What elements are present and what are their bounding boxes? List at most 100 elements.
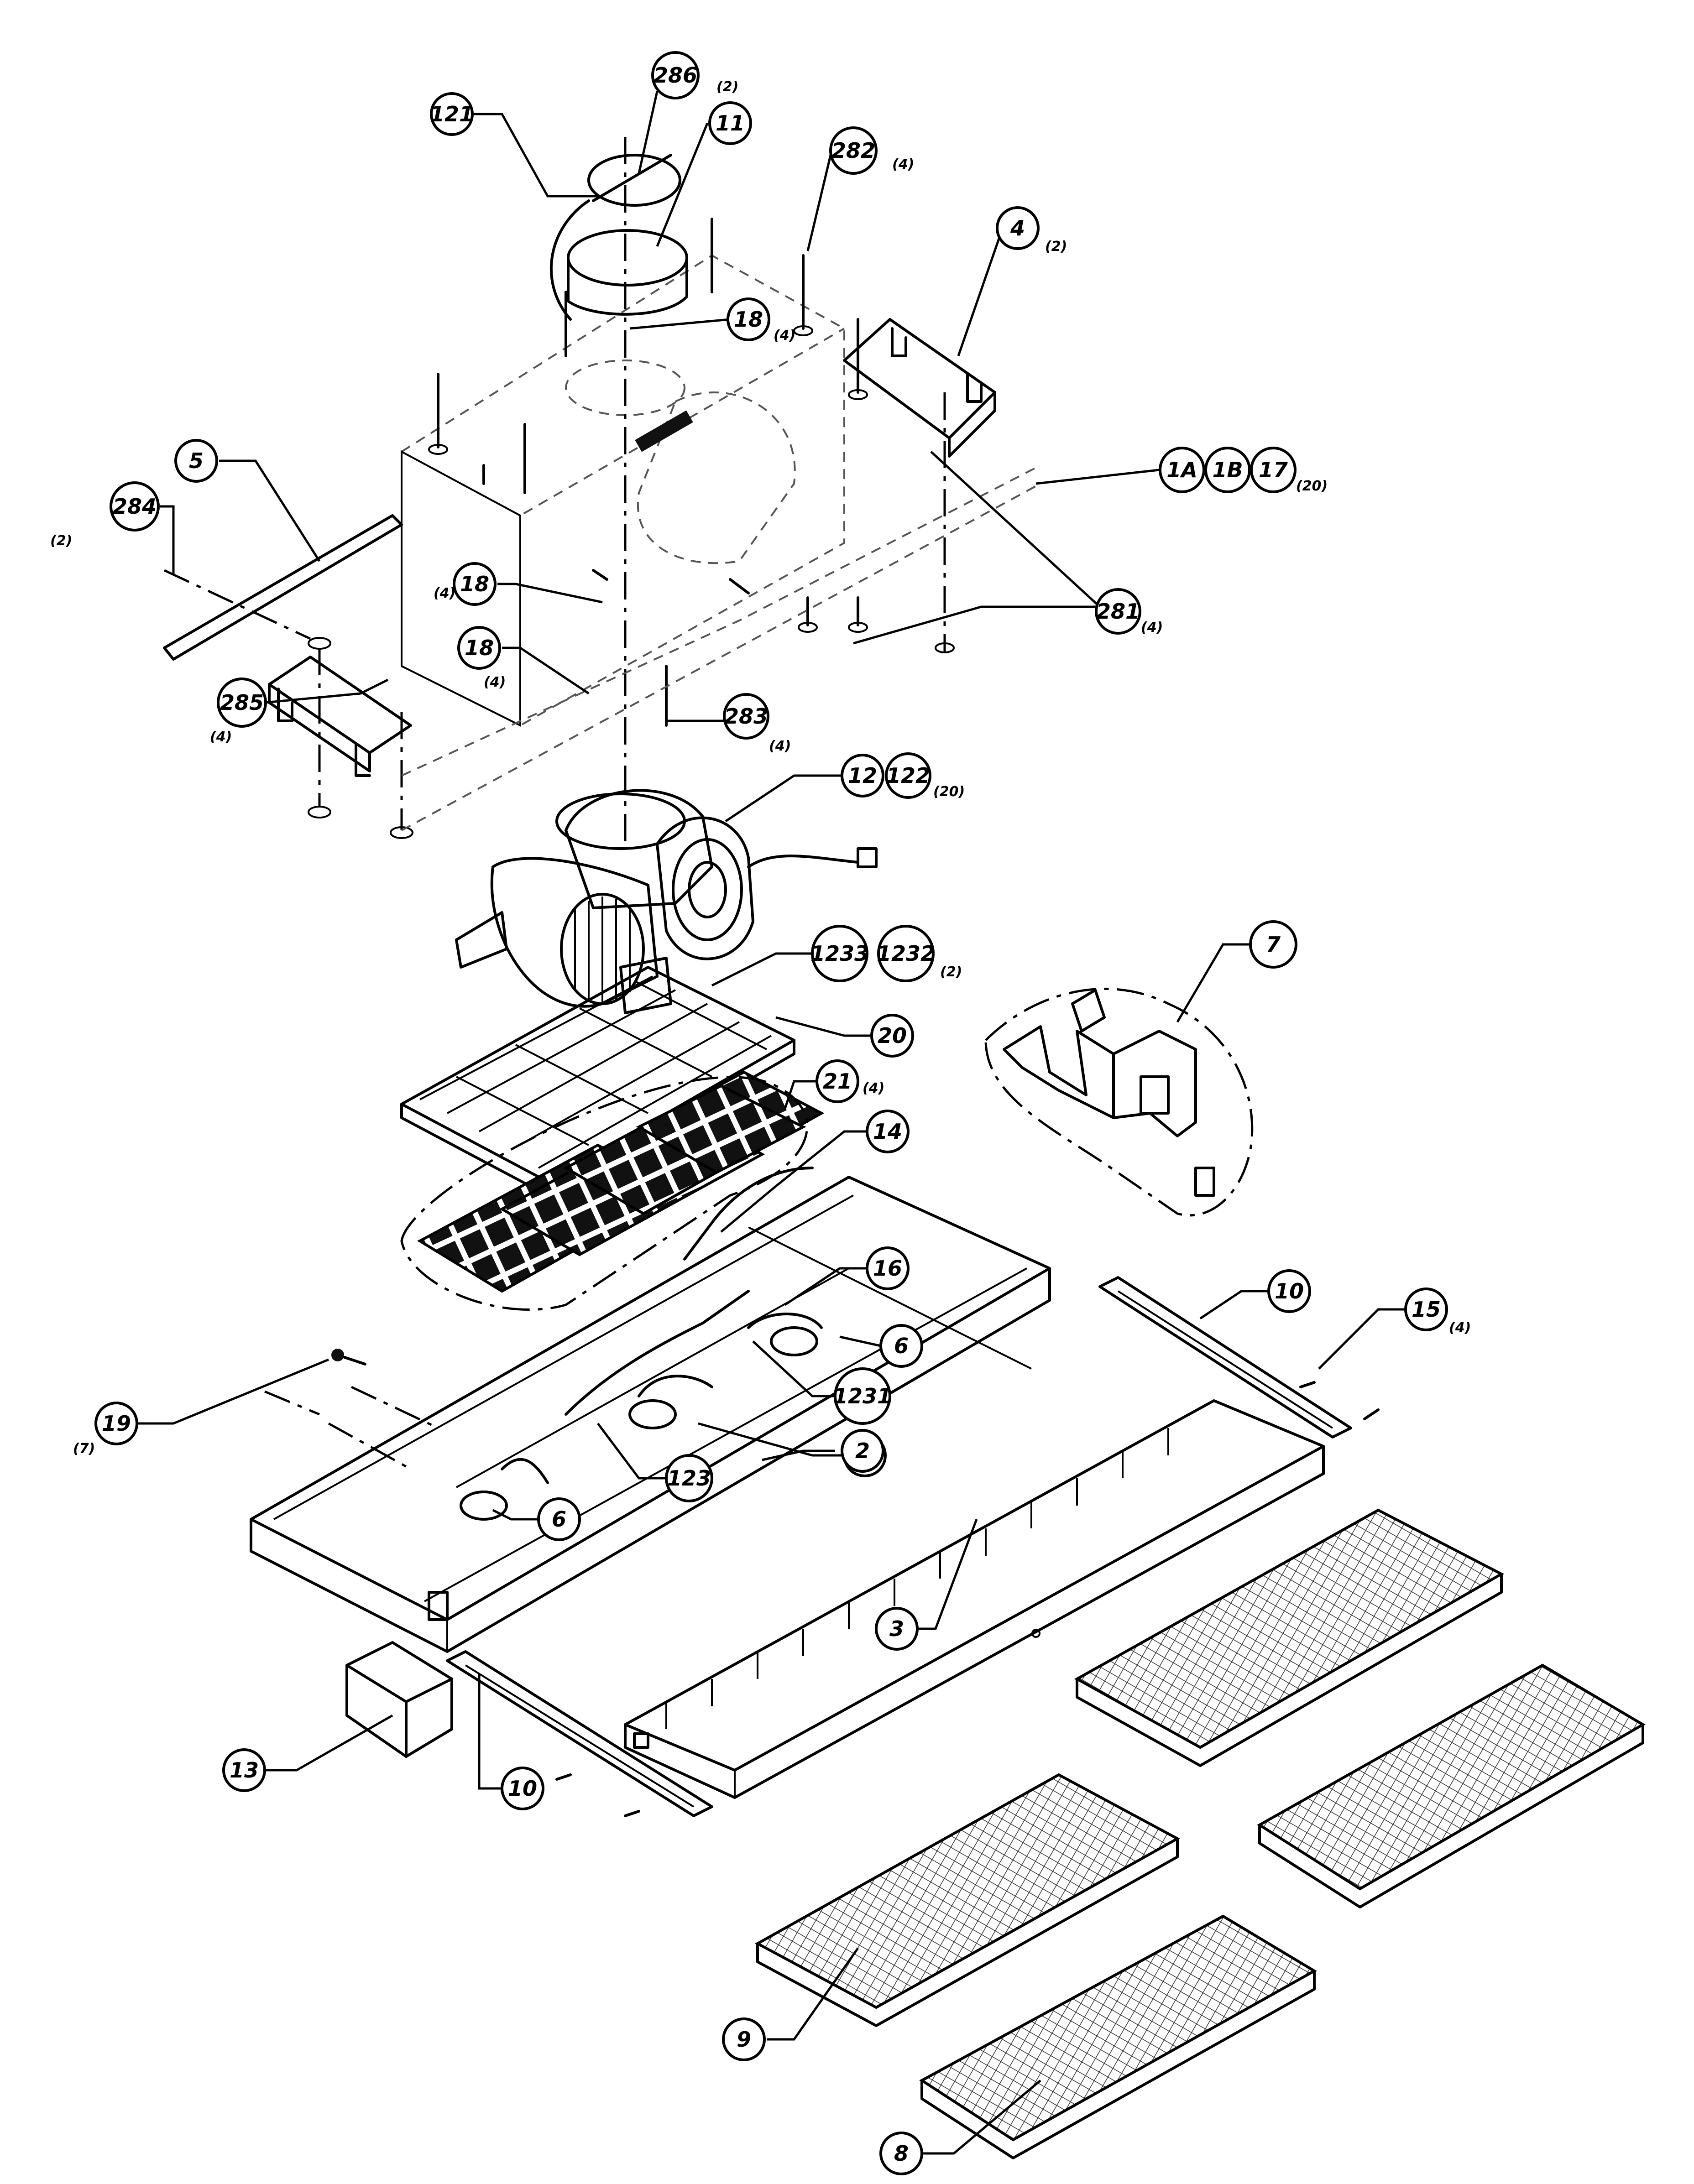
svg-text:(2): (2) — [940, 964, 962, 980]
svg-text:1B: 1B — [1212, 458, 1243, 482]
housing-lower-outline — [401, 464, 1041, 831]
svg-text:6: 6 — [552, 1507, 566, 1532]
callout-284: 284 (2) — [50, 481, 160, 549]
svg-text:(20): (20) — [933, 784, 965, 800]
svg-text:(7): (7) — [73, 1441, 95, 1457]
callout-11: 11 — [708, 101, 752, 145]
callout-7: 7 — [1249, 920, 1297, 969]
rail-lower — [446, 1650, 713, 1817]
svg-text:123: 123 — [667, 1466, 711, 1491]
mounting-bracket-right — [843, 318, 996, 652]
callout-1233: 1233 — [810, 925, 869, 982]
callout-2: 2 — [841, 1429, 884, 1473]
svg-text:18: 18 — [734, 307, 763, 332]
svg-text:20: 20 — [878, 1023, 907, 1048]
callout-1232: 1232 (2) — [877, 925, 962, 982]
callout-4: 4 (2) — [996, 206, 1067, 255]
main-chassis — [250, 1176, 1051, 1653]
callout-285: 285 (4) — [210, 678, 267, 745]
svg-text:(2): (2) — [1045, 239, 1067, 255]
svg-text:283: 283 — [724, 704, 768, 729]
callout-6-c: 6 — [537, 1497, 581, 1541]
callout-18-low: 18 (4) — [457, 626, 506, 690]
callout-20: 20 — [870, 1014, 914, 1058]
svg-text:10: 10 — [1275, 1279, 1304, 1303]
rail-left — [163, 514, 403, 661]
callout-1A: 1A — [1159, 447, 1205, 493]
svg-text:19: 19 — [102, 1411, 131, 1436]
mounting-bracket-left — [268, 637, 413, 839]
callout-286: 286 (2) — [651, 51, 738, 99]
callout-1231: 1231 — [833, 1367, 892, 1425]
svg-text:5: 5 — [189, 448, 204, 473]
leader-lines — [137, 91, 1406, 2155]
svg-text:(2): (2) — [716, 79, 738, 95]
svg-text:1231: 1231 — [833, 1384, 892, 1408]
control-module — [984, 987, 1254, 1217]
callout-12: 12 — [841, 754, 884, 797]
svg-text:11: 11 — [716, 111, 745, 136]
svg-text:17: 17 — [1259, 458, 1288, 482]
callout-8: 8 — [879, 2132, 923, 2175]
svg-text:1233: 1233 — [810, 941, 869, 966]
callout-281: 281 (4) — [1095, 588, 1163, 636]
callout-14: 14 — [866, 1110, 910, 1153]
transformer-box — [345, 1641, 453, 1758]
svg-text:(2): (2) — [50, 533, 72, 549]
svg-text:16: 16 — [873, 1256, 902, 1281]
charcoal-filters — [400, 1070, 825, 1311]
callout-13: 13 — [222, 1748, 266, 1792]
svg-text:21: 21 — [823, 1069, 852, 1094]
svg-text:2: 2 — [855, 1439, 870, 1463]
svg-text:(4): (4) — [484, 674, 506, 690]
svg-text:284: 284 — [113, 494, 157, 519]
callout-9: 9 — [722, 2017, 766, 2061]
callout-122: 122 (20) — [885, 752, 965, 800]
svg-text:1232: 1232 — [877, 941, 935, 966]
svg-text:10: 10 — [508, 1776, 537, 1801]
svg-text:(4): (4) — [434, 585, 455, 601]
svg-text:8: 8 — [894, 2141, 909, 2166]
duct-collar — [549, 154, 688, 416]
callout-18-mid: 18 (4) — [434, 562, 497, 606]
svg-text:15: 15 — [1412, 1297, 1441, 1322]
svg-text:4: 4 — [1010, 216, 1025, 240]
callout-283: 283 (4) — [723, 693, 791, 754]
callout-123: 123 — [665, 1454, 713, 1502]
rail-right — [1098, 1276, 1352, 1439]
callout-19: 19 (7) — [73, 1402, 138, 1457]
svg-text:1A: 1A — [1166, 458, 1197, 482]
svg-text:(4): (4) — [769, 738, 791, 754]
svg-text:122: 122 — [886, 763, 930, 788]
svg-text:281: 281 — [1096, 599, 1140, 624]
svg-text:(4): (4) — [1449, 1320, 1471, 1336]
callout-121: 121 — [430, 92, 474, 136]
svg-text:(4): (4) — [1141, 620, 1163, 636]
svg-text:14: 14 — [873, 1119, 902, 1144]
svg-text:18: 18 — [460, 572, 489, 596]
halogen-lights — [460, 1167, 823, 1521]
blower-motor — [455, 789, 878, 1014]
svg-text:12: 12 — [848, 763, 877, 788]
svg-text:13: 13 — [230, 1758, 259, 1783]
callout-1B: 1B — [1204, 447, 1251, 493]
fasteners — [331, 1349, 1380, 1420]
callout-10-lower: 10 — [501, 1767, 544, 1810]
mesh-filters — [754, 1508, 1646, 2159]
callout-6-a: 6 — [879, 1324, 923, 1368]
svg-text:6: 6 — [894, 1334, 909, 1358]
svg-text:3: 3 — [889, 1616, 904, 1641]
svg-text:7: 7 — [1266, 932, 1281, 957]
callout-16: 16 — [866, 1246, 910, 1290]
svg-text:(20): (20) — [1296, 478, 1328, 494]
callout-15: 15 (4) — [1404, 1287, 1471, 1336]
callout-17: 17 (20) — [1250, 447, 1328, 494]
svg-text:286: 286 — [654, 63, 697, 88]
callout-5: 5 — [174, 439, 218, 483]
svg-text:282: 282 — [831, 138, 875, 163]
svg-text:121: 121 — [430, 102, 474, 126]
callout-3: 3 — [875, 1607, 919, 1651]
callout-18-top: 18 (4) — [727, 297, 795, 344]
callout-282: 282 (4) — [829, 126, 914, 175]
